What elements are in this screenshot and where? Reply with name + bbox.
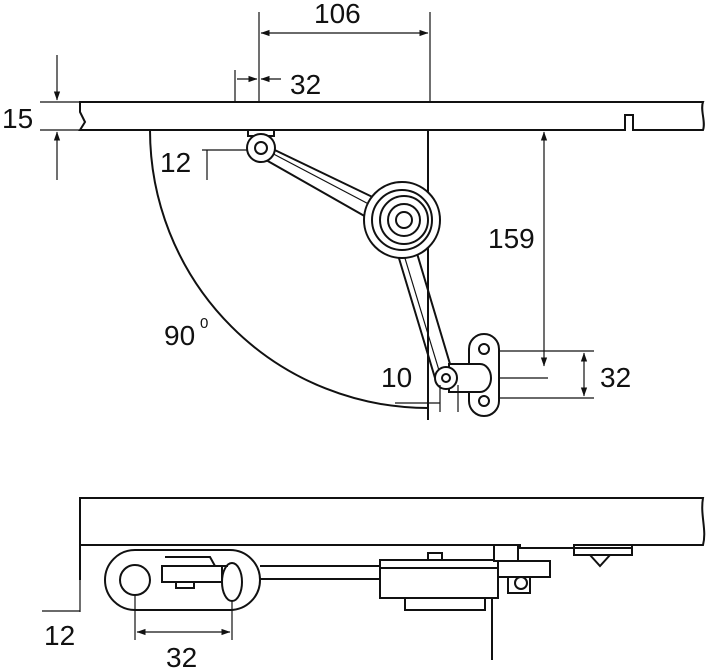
arm-offset-dimension: 10 [381,362,459,412]
thickness-dimension: 15 [2,55,80,180]
top-pitch-dimension: 32 [234,69,321,102]
pivot-offset-dimension: 12 [160,147,247,180]
arm-offset-label: 10 [381,362,412,393]
side-offset-label: 12 [44,620,75,651]
slotted-plate [104,549,261,611]
side-pitch-dimension: 32 [134,595,233,672]
side-board [79,497,706,549]
angle-value: 90 [164,320,195,351]
bracket-pitch-label: 32 [600,362,631,393]
side-offset-dimension: 12 [42,580,81,651]
thickness-label: 15 [2,103,33,134]
angle-label: 90 0 [164,315,208,351]
side-bracket-view [493,544,633,594]
bracket-pitch-dimension: 32 [500,350,631,399]
side-pitch-label: 32 [166,642,197,672]
top-board [78,101,705,131]
lower-pivot [434,366,458,390]
top-pitch-label: 32 [290,69,321,100]
pivot-offset-label: 12 [160,147,191,178]
connecting-rod [260,565,380,580]
side-hinge-body [379,552,499,660]
drop-dimension: 159 [488,131,548,367]
top-pivot [246,133,276,163]
upper-arm [255,140,386,223]
side-bracket [448,333,500,417]
central-hinge [363,181,441,259]
swing-arc [149,129,429,409]
span-dimension: 106 [258,0,431,102]
angle-unit: 0 [200,315,208,332]
lower-arm [397,249,454,379]
span-label: 106 [314,0,361,29]
drop-label: 159 [488,223,535,254]
